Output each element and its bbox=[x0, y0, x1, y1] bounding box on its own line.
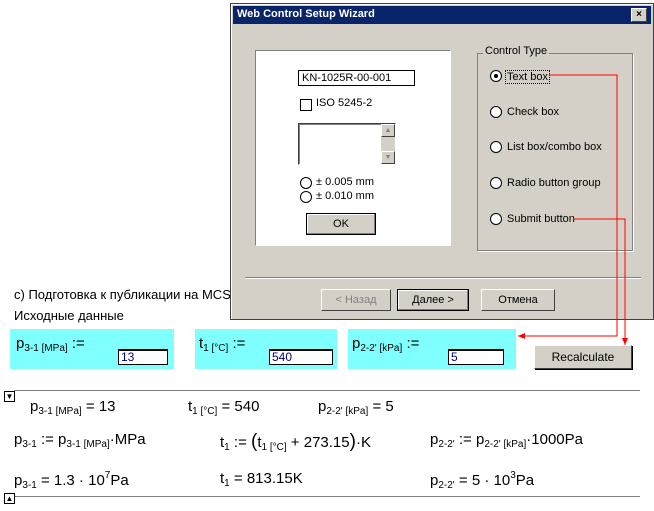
preview-checkbox[interactable] bbox=[300, 99, 312, 111]
option-list-box-label[interactable]: List box/combo box bbox=[507, 141, 602, 153]
connector-text-box-arrow bbox=[518, 333, 525, 339]
dialog-titlebar[interactable]: Web Control Setup Wizard × bbox=[233, 6, 651, 24]
scroll-down-icon[interactable]: ▼ bbox=[381, 151, 395, 164]
p31-definition: p3-1 := p3-1 [MPa]·MPa bbox=[14, 431, 146, 450]
p22-unit: [kPa] bbox=[379, 343, 403, 354]
collapse-marker-icon[interactable]: ▼ bbox=[4, 391, 15, 402]
close-icon[interactable]: × bbox=[631, 8, 647, 22]
input-region-t1: t1 [°C] := 540 bbox=[195, 329, 337, 369]
p31-result: p3-1 [MPa] = 13 bbox=[30, 398, 116, 417]
preview-list-box[interactable]: ▲ ▼ bbox=[298, 123, 396, 165]
input-region-p22: p2-2' [kPa] := 5 bbox=[348, 329, 516, 369]
web-control-setup-wizard-dialog: Web Control Setup Wizard × KN-1025R-00-0… bbox=[230, 3, 654, 320]
t1-unit: [°C] bbox=[211, 343, 229, 354]
preview-checkbox-label: ISO 5245-2 bbox=[316, 97, 373, 109]
t1-definition: t1 := (t1 [°C] + 273.15)·K bbox=[220, 431, 371, 453]
input-p31-field[interactable]: 13 bbox=[118, 349, 168, 365]
t1-final: t1 = 813.15K bbox=[220, 470, 303, 489]
preview-radio-2-label: ± 0.010 mm bbox=[316, 190, 375, 202]
region-divider-top bbox=[14, 390, 640, 391]
preview-radio-1[interactable] bbox=[300, 177, 312, 189]
connector-submit-button-arrow bbox=[622, 338, 628, 345]
option-check-box-label[interactable]: Check box bbox=[507, 106, 559, 118]
preview-ok-button[interactable]: OK bbox=[306, 213, 376, 235]
p22-definition: p2-2' := p2-2' [kPa]·1000Pa bbox=[430, 431, 583, 450]
preview-radio-2[interactable] bbox=[300, 191, 312, 203]
input-p22-field[interactable]: 5 bbox=[448, 349, 504, 365]
cancel-button[interactable]: Отмена bbox=[481, 289, 555, 311]
scroll-up-icon[interactable]: ▲ bbox=[381, 124, 395, 137]
option-list-box-radio[interactable] bbox=[490, 141, 502, 153]
list-scrollbar[interactable]: ▲ ▼ bbox=[381, 124, 395, 164]
option-text-box-radio[interactable] bbox=[490, 70, 502, 82]
recalculate-button[interactable]: Recalculate bbox=[534, 345, 632, 369]
section-title: c) Подготовка к публикации на MCS bbox=[14, 287, 231, 302]
p31-unit: [MPa] bbox=[41, 343, 68, 354]
preview-panel: KN-1025R-00-001 ISO 5245-2 ▲ ▼ ± 0.005 m… bbox=[255, 50, 451, 246]
option-text-box-label[interactable]: Text box bbox=[505, 70, 550, 84]
input-t1-field[interactable]: 540 bbox=[269, 349, 333, 365]
preview-radio-1-label: ± 0.005 mm bbox=[316, 176, 375, 188]
option-radio-group-label[interactable]: Radio button group bbox=[507, 177, 601, 189]
option-radio-group-radio[interactable] bbox=[490, 177, 502, 189]
dialog-separator bbox=[245, 277, 641, 279]
p31-final: p3-1 = 1.3 · 107Pa bbox=[14, 470, 129, 491]
option-check-box-radio[interactable] bbox=[490, 106, 502, 118]
p22-final: p2-2' = 5 · 103Pa bbox=[430, 470, 535, 491]
region-divider-bottom bbox=[14, 496, 640, 497]
preview-text-box[interactable]: KN-1025R-00-001 bbox=[298, 70, 415, 86]
expand-marker-icon[interactable]: ▲ bbox=[4, 493, 15, 504]
next-button[interactable]: Далее > bbox=[397, 289, 469, 311]
back-button[interactable]: < Назад bbox=[321, 289, 391, 311]
t1-result: t1 [°C] = 540 bbox=[188, 398, 260, 417]
control-type-label: Control Type bbox=[483, 45, 550, 57]
option-submit-button-radio[interactable] bbox=[490, 213, 502, 225]
p22-result: p2-2' [kPa] = 5 bbox=[318, 398, 394, 417]
option-submit-button-label[interactable]: Submit button bbox=[507, 213, 575, 225]
dialog-title: Web Control Setup Wizard bbox=[237, 8, 375, 20]
input-region-p31: p3-1 [MPa] := 13 bbox=[10, 329, 174, 369]
source-data-label: Исходные данные bbox=[14, 308, 124, 323]
